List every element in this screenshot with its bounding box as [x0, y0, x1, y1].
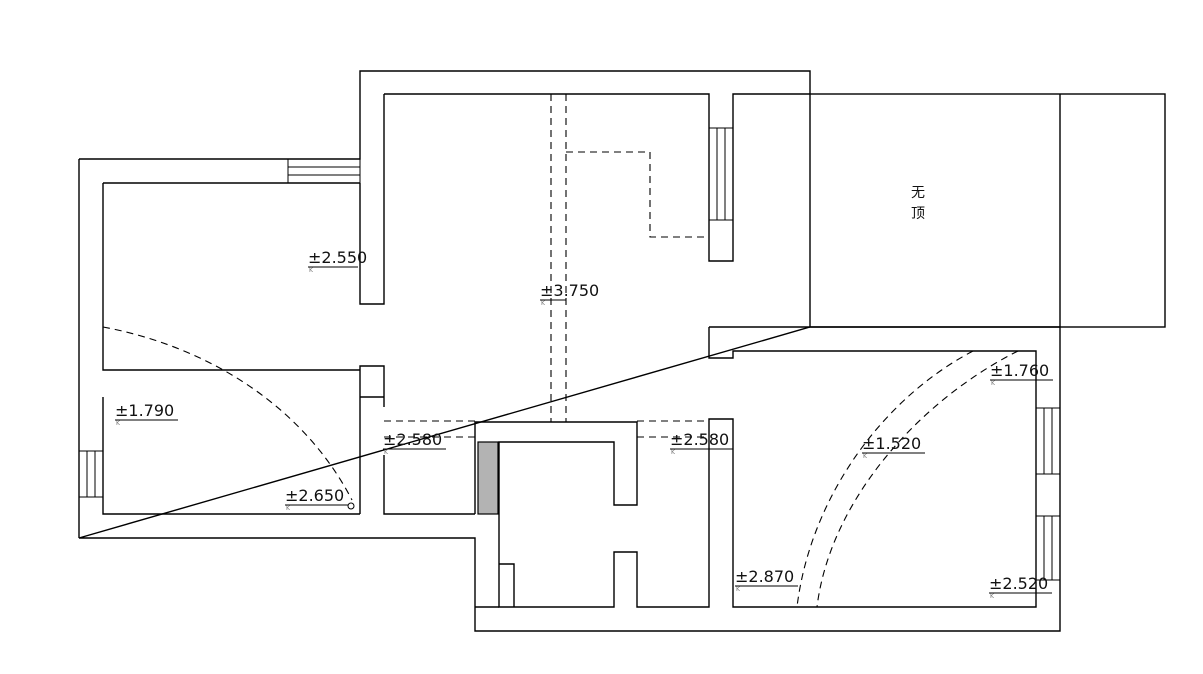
level-mark: ±2.580 K [383, 430, 446, 456]
svg-text:K: K [736, 586, 741, 593]
level-mark: ±2.520 K [989, 574, 1052, 600]
svg-text:K: K [116, 420, 121, 427]
svg-text:±2.580: ±2.580 [383, 430, 442, 449]
window-top-right [708, 127, 734, 221]
level-mark: ±2.870 K [735, 567, 798, 593]
svg-text:±1.790: ±1.790 [115, 401, 174, 420]
window-top-left [287, 158, 361, 184]
window-right-1 [1035, 407, 1061, 475]
window-left [78, 450, 104, 498]
svg-text:±2.580: ±2.580 [670, 430, 729, 449]
svg-text:±2.870: ±2.870 [735, 567, 794, 586]
level-mark: ±3.750 K [540, 281, 599, 307]
svg-text:K: K [309, 267, 314, 274]
svg-text:K: K [990, 593, 995, 600]
top-wall-inner [384, 93, 810, 262]
level-mark: ±1.760 K [990, 361, 1053, 387]
svg-text:±1.760: ±1.760 [990, 361, 1049, 380]
level-mark: ±2.550 K [308, 248, 367, 274]
svg-text:K: K [671, 449, 676, 456]
svg-text:K: K [991, 380, 996, 387]
roof-label-line1: 无 [911, 185, 925, 201]
level-mark: ±1.790 K [115, 401, 178, 427]
closet [475, 563, 515, 608]
level-mark: ±2.580 K [670, 430, 733, 456]
level-mark: ±2.650 K [285, 486, 348, 512]
svg-text:K: K [384, 449, 389, 456]
beam-top-right [566, 151, 709, 238]
arc-right-inner [816, 350, 1019, 608]
svg-text:±1.520: ±1.520 [862, 434, 921, 453]
arc-left [102, 326, 353, 501]
svg-text:K: K [863, 453, 868, 460]
window-right-2 [1035, 515, 1061, 581]
svg-text:±2.550: ±2.550 [308, 248, 367, 267]
roofless-area [809, 93, 1166, 328]
svg-text:±2.520: ±2.520 [989, 574, 1048, 593]
roof-label-line2: 顶 [911, 206, 925, 222]
level-mark: ±1.520 K [862, 434, 925, 460]
svg-text:±3.750: ±3.750 [540, 281, 599, 300]
right-room-walls [474, 326, 1037, 608]
left-wall-inner [78, 159, 360, 538]
svg-text:K: K [286, 505, 291, 512]
column [477, 441, 499, 515]
pivot-point [347, 502, 355, 510]
beam-vertical [550, 94, 567, 422]
arc-right-outer [796, 350, 974, 608]
svg-text:K: K [541, 300, 546, 307]
svg-text:±2.650: ±2.650 [285, 486, 344, 505]
divider-wall-left [359, 94, 475, 515]
